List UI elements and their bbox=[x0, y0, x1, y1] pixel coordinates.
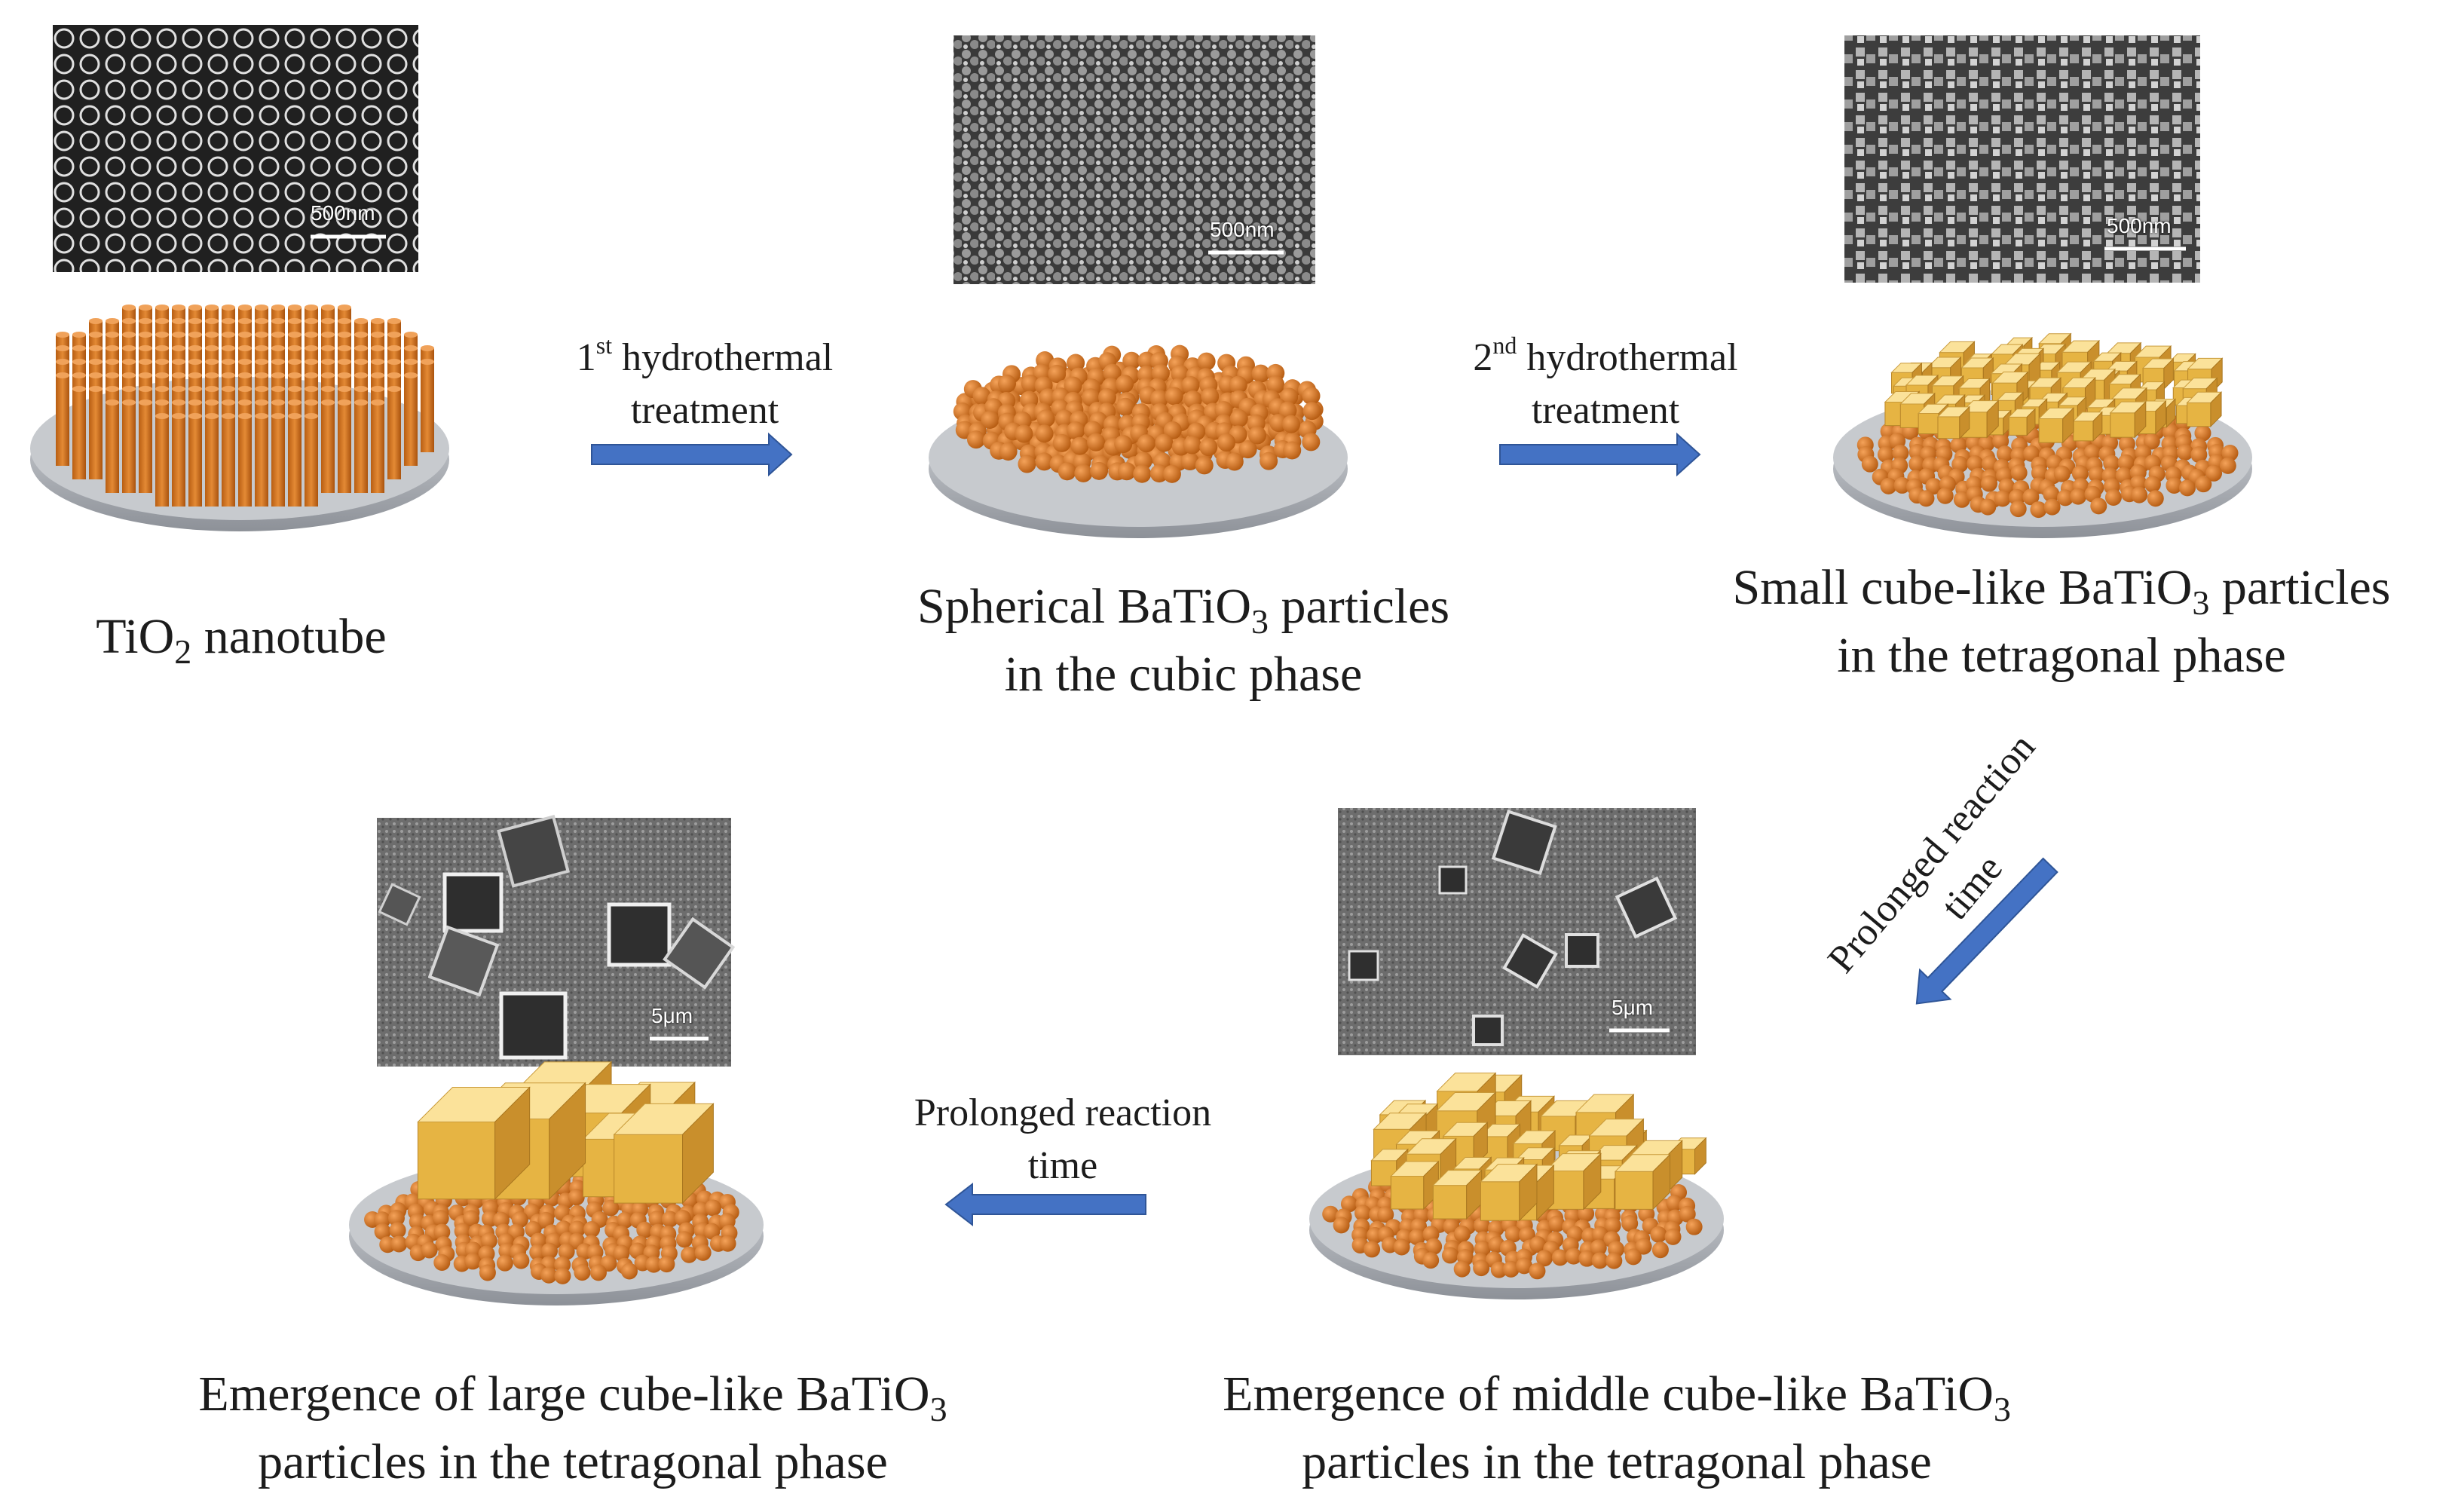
arrow-label-second-hydrothermal: 2nd hydrothermal treatment bbox=[1473, 332, 1738, 432]
scale-bar-label-3: 500nm bbox=[2107, 214, 2172, 237]
sem-image-small-cube-batio3 bbox=[1844, 35, 2200, 283]
arrow-right-1 bbox=[591, 432, 793, 477]
scale-bar-label-4: 5μm bbox=[1612, 996, 1654, 1019]
caption-middle-cube-batio3: Emergence of middle cube-like BaTiO3 par… bbox=[1223, 1367, 2011, 1489]
caption-tio2-nanotube: TiO2 nanotube bbox=[96, 609, 387, 671]
sem-image-large-cube-batio3 bbox=[377, 814, 736, 1067]
caption-spherical-batio3: Spherical BaTiO3 particles in the cubic … bbox=[917, 579, 1450, 702]
arrow-label-first-hydrothermal: 1st hydrothermal treatment bbox=[576, 332, 834, 432]
disc-large-cube-batio3 bbox=[349, 1061, 764, 1305]
caption-large-cube-batio3: Emergence of large cube-like BaTiO3 part… bbox=[198, 1367, 947, 1489]
disc-small-cube-batio3 bbox=[1833, 332, 2252, 538]
scale-bar-label-5: 5μm bbox=[651, 1004, 693, 1027]
scale-bar-label-2: 500nm bbox=[1210, 218, 1275, 241]
disc-spherical-batio3 bbox=[929, 344, 1348, 538]
arrow-left bbox=[944, 1182, 1146, 1227]
arrow-right-2 bbox=[1499, 432, 1701, 477]
arrow-label-prolonged-left: Prolonged reaction time bbox=[914, 1091, 1212, 1187]
sem-image-tio2 bbox=[53, 25, 418, 272]
sem-image-middle-cube-batio3 bbox=[1338, 808, 1696, 1055]
arrow-diagonal-down bbox=[1915, 857, 2058, 1005]
disc-tio2-nanotubes bbox=[30, 305, 449, 531]
scale-bar-label-1: 500nm bbox=[311, 201, 375, 225]
sem-image-spherical-batio3 bbox=[953, 35, 1315, 284]
disc-middle-cube-batio3 bbox=[1309, 1072, 1724, 1299]
caption-small-cube-batio3: Small cube-like BaTiO3 particles in the … bbox=[1732, 560, 2391, 683]
